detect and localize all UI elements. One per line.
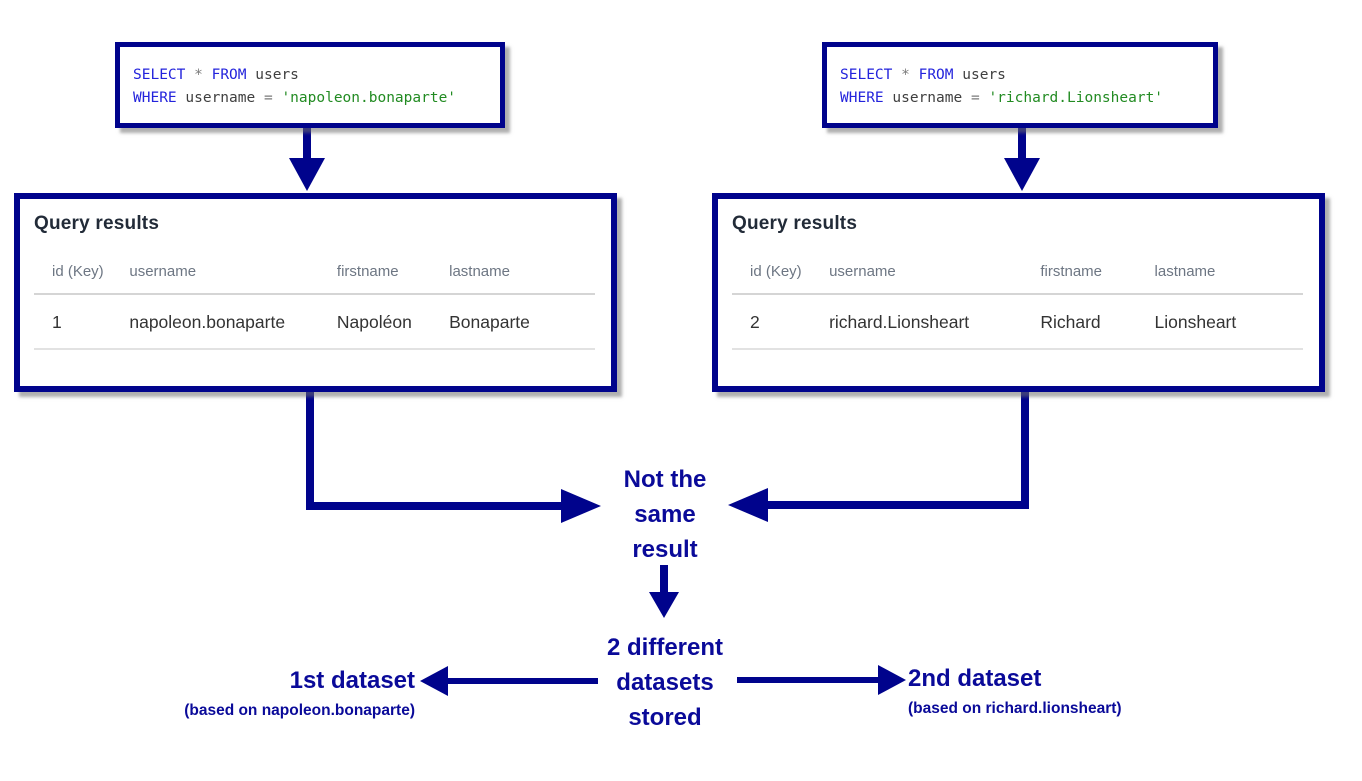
cell-username: richard.Lionsheart: [829, 294, 1041, 350]
label-first-dataset-block: 1st dataset (based on napoleon.bonaparte…: [184, 663, 415, 724]
sql-keyword-from: FROM: [918, 67, 954, 83]
sql-keyword-from: FROM: [211, 67, 247, 83]
sql-query-box-left: SELECT * FROM users WHERE username = 'na…: [115, 42, 505, 128]
label-first-dataset: 1st dataset: [289, 667, 415, 694]
label-datasets-stored: 2 different datasets stored: [560, 630, 770, 735]
sql-operator-star: *: [901, 67, 910, 83]
label-not-same-result: Not the same result: [560, 462, 770, 567]
cell-id: 1: [34, 294, 130, 350]
arrowhead-not-same-to-datasets: [649, 592, 679, 618]
sql-table-name: users: [255, 67, 299, 83]
sql-string-value: 'richard.Lionsheart': [988, 90, 1164, 106]
sql-operator-eq: =: [263, 90, 273, 106]
sql-right-line1: SELECT * FROM users: [840, 64, 1213, 87]
column-header-username: username: [829, 237, 1041, 295]
cell-lastname: Lionsheart: [1154, 294, 1303, 350]
label-second-dataset-block: 2nd dataset (based on richard.lionsheart…: [908, 661, 1122, 722]
column-header-id: id (Key): [34, 237, 130, 295]
sql-column-name: username: [185, 90, 256, 106]
sql-column-name: username: [892, 90, 963, 106]
sql-left-line2: WHERE username = 'napoleon.bonaparte': [133, 87, 500, 110]
label-not-same-line1: Not the: [623, 466, 707, 493]
cell-firstname: Napoléon: [336, 294, 450, 350]
cell-lastname: Bonaparte: [449, 294, 595, 350]
arrowhead-sql-to-results-left: [289, 158, 325, 191]
label-not-same-line2: same: [634, 501, 696, 528]
results-table-right: id (Key) username firstname lastname 2 r…: [732, 237, 1303, 350]
connector-right-results-to-not-same: [766, 390, 1029, 509]
sql-string-value: 'napoleon.bonaparte': [281, 90, 457, 106]
sql-left-line1: SELECT * FROM users: [133, 64, 500, 87]
label-datasets-line2: datasets: [616, 669, 714, 696]
results-header-row: id (Key) username firstname lastname: [34, 237, 595, 295]
sql-keyword-where: WHERE: [133, 90, 177, 106]
arrowhead-datasets-to-first: [420, 666, 448, 696]
query-results-box-left: Query results id (Key) username firstnam…: [14, 193, 617, 392]
query-results-title: Query results: [732, 213, 858, 234]
sql-table-name: users: [962, 67, 1006, 83]
sql-operator-star: *: [194, 67, 203, 83]
column-header-username: username: [129, 237, 337, 295]
cell-firstname: Richard: [1040, 294, 1155, 350]
label-first-dataset-basis: (based on napoleon.bonaparte): [184, 702, 415, 719]
sql-right-line2: WHERE username = 'richard.Lionsheart': [840, 87, 1213, 110]
sql-query-box-right: SELECT * FROM users WHERE username = 'ri…: [822, 42, 1218, 128]
results-table-left: id (Key) username firstname lastname 1 n…: [34, 237, 595, 350]
column-header-firstname: firstname: [1040, 237, 1155, 295]
column-header-id: id (Key): [732, 237, 830, 295]
cell-username: napoleon.bonaparte: [129, 294, 337, 350]
sql-keyword-where: WHERE: [840, 90, 884, 106]
query-results-title: Query results: [34, 213, 160, 234]
sql-operator-eq: =: [970, 90, 980, 106]
column-header-lastname: lastname: [1154, 237, 1303, 295]
column-header-firstname: firstname: [336, 237, 450, 295]
results-header-row: id (Key) username firstname lastname: [732, 237, 1303, 295]
sql-keyword-select: SELECT: [840, 67, 893, 83]
column-header-lastname: lastname: [449, 237, 595, 295]
arrowhead-sql-to-results-right: [1004, 158, 1040, 191]
label-datasets-line1: 2 different: [606, 634, 723, 661]
label-datasets-line3: stored: [628, 704, 702, 731]
arrowhead-datasets-to-second: [878, 665, 906, 695]
table-row: 1 napoleon.bonaparte Napoléon Bonaparte: [34, 294, 595, 350]
connector-left-results-to-not-same: [306, 390, 563, 510]
cell-id: 2: [732, 294, 830, 350]
query-results-box-right: Query results id (Key) username firstnam…: [712, 193, 1325, 392]
label-second-dataset: 2nd dataset: [908, 665, 1042, 692]
label-second-dataset-basis: (based on richard.lionsheart): [908, 700, 1122, 717]
label-not-same-line3: result: [632, 536, 698, 563]
sql-keyword-select: SELECT: [133, 67, 186, 83]
table-row: 2 richard.Lionsheart Richard Lionsheart: [732, 294, 1303, 350]
